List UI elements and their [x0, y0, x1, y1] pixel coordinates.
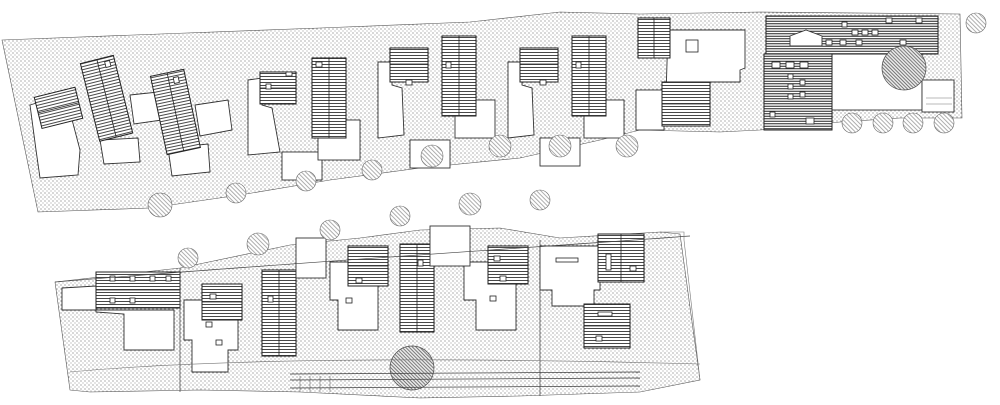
tree-icon [177, 247, 199, 269]
unit-11-patio [429, 225, 471, 267]
unit-2 [129, 68, 233, 177]
tree-icon [933, 112, 955, 134]
tree-icon [881, 45, 927, 91]
site-edge-east [660, 231, 701, 381]
unit-10 [329, 243, 435, 333]
ramp-hatch [299, 376, 331, 392]
unit-4 [377, 35, 496, 169]
tree-icon [420, 144, 444, 168]
tree-icon [841, 112, 863, 134]
contour-line [69, 359, 701, 373]
unit-12 [539, 233, 645, 349]
unit-6 [635, 17, 746, 131]
tree-icon [147, 192, 173, 218]
unit-9-patio [295, 237, 327, 279]
road-line [289, 385, 641, 389]
unit-5 [507, 35, 625, 167]
road-line [289, 371, 641, 375]
unit-1 [29, 54, 141, 179]
tree-icon [389, 205, 411, 227]
lower-terrace-row [54, 189, 701, 399]
lower-road [54, 231, 701, 396]
tree-icon [225, 182, 247, 204]
road-edge-north [54, 235, 691, 283]
tree-icon [965, 12, 987, 34]
road-line [289, 377, 641, 381]
main-building-terrace [921, 79, 955, 113]
tree-icon [872, 112, 894, 134]
unit-3 [247, 57, 361, 181]
tree-icon [529, 189, 551, 211]
tree-icon [361, 159, 383, 181]
tree-icon [389, 345, 435, 391]
unit-6-side [635, 89, 665, 131]
main-building-entrance [789, 29, 823, 47]
tree-icon [902, 112, 924, 134]
tree-icon [548, 134, 572, 158]
upper-terrace-row [1, 11, 987, 218]
upper-trees [147, 12, 987, 218]
unit-12-skylight [555, 257, 579, 263]
unit-9 [261, 237, 327, 357]
tree-icon [615, 134, 639, 158]
unit-11 [429, 225, 529, 331]
unit-8 [183, 283, 243, 373]
unit-4-roof-a [389, 47, 429, 83]
main-building-windows [769, 17, 923, 125]
unit-2-wing [194, 99, 233, 137]
unit-1-patio [99, 137, 141, 165]
tree-icon [458, 192, 482, 216]
tree-icon [295, 170, 317, 192]
unit-7 [61, 271, 181, 351]
unit-6-skylight [685, 39, 699, 53]
tree-icon [319, 219, 341, 241]
tree-icon [488, 134, 512, 158]
unit-5-roof-a [519, 47, 559, 83]
tree-icon [246, 232, 270, 256]
